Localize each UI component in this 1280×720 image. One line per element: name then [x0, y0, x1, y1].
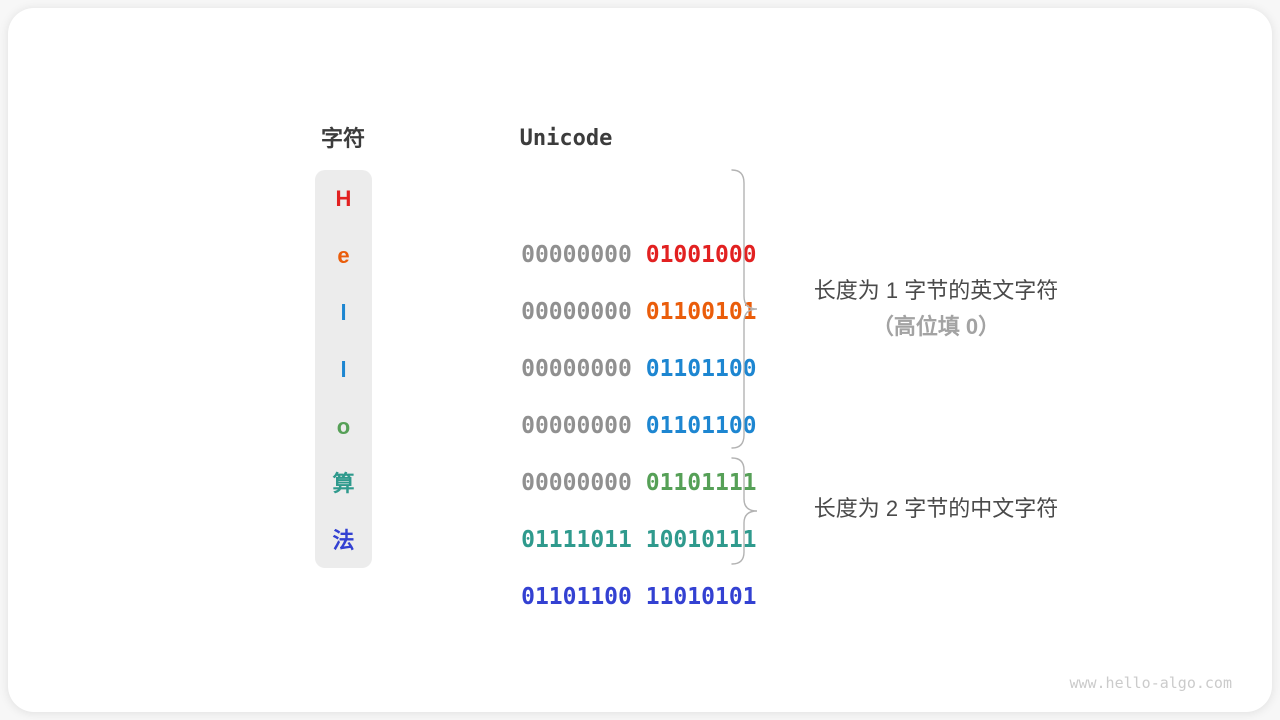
- low-byte: 01101111: [645, 470, 757, 496]
- unicode-binary-cell: 00000000 01100101: [438, 227, 756, 325]
- char-cell: o: [336, 414, 351, 439]
- watermark-url: www.hello-algo.com: [1069, 674, 1232, 692]
- unicode-binary-cell: 00000000 01101100: [438, 341, 756, 439]
- high-byte: 00000000: [521, 470, 632, 496]
- table-row: 法 01101100 11010101: [8, 512, 1272, 610]
- table-row: 算 01111011 10010111: [8, 455, 1272, 553]
- high-byte: 00000000: [521, 242, 632, 268]
- column-header-char: 字符: [320, 126, 365, 151]
- high-byte: 00000000: [521, 356, 632, 382]
- unicode-binary-cell: 01111011 10010111: [438, 455, 756, 553]
- low-byte: 01101100: [645, 356, 757, 382]
- annotation-chinese: 长度为 2 字节的中文字符: [766, 491, 1106, 527]
- unicode-binary-cell: 00000000 01001000: [438, 170, 756, 268]
- diagram-card: 字符 Unicode H 00000000 01001000 e 0000000…: [8, 8, 1272, 712]
- table-row: e 00000000 01100101: [8, 227, 1272, 325]
- unicode-binary-cell: 01101100 11010101: [438, 512, 756, 610]
- high-byte: 01101100: [521, 584, 632, 610]
- byte-gap: [632, 584, 646, 610]
- high-byte: 00000000: [521, 413, 632, 439]
- brace-english-chars: [731, 169, 758, 449]
- annotation-chinese-line1: 长度为 2 字节的中文字符: [813, 496, 1059, 521]
- annotation-english-line2: （高位填 0）: [871, 314, 1001, 339]
- table-row: o 00000000 01101111: [8, 398, 1272, 496]
- char-cell: 算: [332, 471, 355, 496]
- high-byte: 01111011: [521, 527, 632, 553]
- char-cell: H: [335, 186, 352, 211]
- unicode-binary-cell: 00000000 01101111: [438, 398, 756, 496]
- char-cell: 法: [332, 528, 355, 553]
- brace-chinese-chars: [731, 457, 758, 565]
- low-byte: 11010101: [645, 584, 757, 610]
- char-cell: l: [340, 357, 347, 382]
- unicode-binary-cell: 00000000 01101100: [438, 284, 756, 382]
- low-byte: 01101100: [645, 413, 757, 439]
- annotation-english: 长度为 1 字节的英文字符 （高位填 0）: [766, 273, 1106, 345]
- table-row: l 00000000 01101100: [8, 284, 1272, 382]
- char-cell: l: [340, 300, 347, 325]
- high-byte: 00000000: [521, 299, 632, 325]
- table-row: l 00000000 01101100: [8, 341, 1272, 439]
- char-cell: e: [337, 243, 350, 268]
- table-row: H 00000000 01001000: [8, 170, 1272, 268]
- char-column-background: [315, 170, 372, 568]
- low-byte: 10010111: [645, 527, 757, 553]
- low-byte: 01100101: [645, 299, 757, 325]
- column-header-unicode: Unicode: [519, 126, 613, 151]
- low-byte: 01001000: [645, 242, 757, 268]
- annotation-english-line1: 长度为 1 字节的英文字符: [813, 278, 1059, 303]
